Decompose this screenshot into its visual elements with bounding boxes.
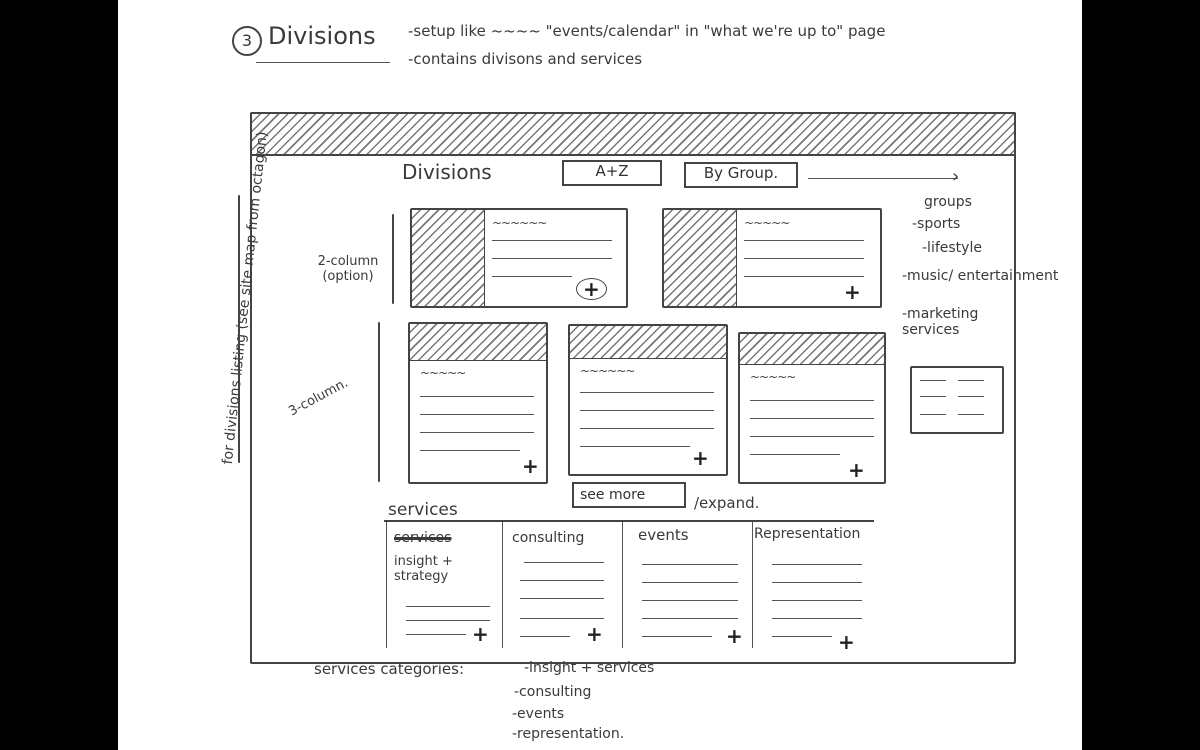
group-item: -lifestyle bbox=[922, 240, 982, 256]
expand-plus-icon[interactable]: + bbox=[726, 624, 743, 648]
service-label: insight + strategy bbox=[394, 554, 453, 584]
header-note-2: -contains divisons and services bbox=[408, 50, 643, 68]
division-card-3col[interactable]: ~~~~~~ + bbox=[568, 324, 728, 476]
header-bar bbox=[250, 112, 1016, 156]
groups-title: groups bbox=[924, 194, 972, 210]
division-card-3col[interactable]: ~~~~~ + bbox=[738, 332, 886, 484]
footer-item: -events bbox=[512, 706, 565, 722]
expand-plus-icon[interactable]: + bbox=[586, 622, 603, 646]
service-column[interactable]: Representation + bbox=[754, 524, 878, 654]
service-label: events bbox=[638, 526, 689, 544]
expand-plus-icon[interactable]: + bbox=[838, 630, 855, 654]
az-button[interactable]: A+Z bbox=[562, 160, 662, 186]
expand-plus-icon[interactable]: + bbox=[472, 622, 489, 646]
service-column[interactable]: events + bbox=[628, 524, 748, 648]
mini-thumbnail bbox=[910, 366, 1004, 434]
services-divider bbox=[622, 522, 623, 648]
division-card-2col[interactable]: ~~~~~~ + bbox=[410, 208, 628, 308]
services-divider bbox=[502, 522, 503, 648]
left-bracket bbox=[238, 195, 240, 463]
group-item: -sports bbox=[912, 216, 961, 232]
header-note-1: -setup like ~~~~ "events/calendar" in "w… bbox=[408, 22, 886, 40]
service-column[interactable]: services insight + strategy + bbox=[390, 528, 498, 648]
title-underline bbox=[256, 62, 390, 63]
page-title: Divisions bbox=[268, 22, 376, 50]
three-col-bracket bbox=[378, 322, 380, 482]
service-column[interactable]: consulting + bbox=[508, 526, 618, 648]
arrow-head: › bbox=[952, 166, 960, 187]
two-col-bracket bbox=[392, 214, 394, 304]
by-group-button[interactable]: By Group. bbox=[684, 162, 798, 188]
expand-plus-icon[interactable]: + bbox=[848, 458, 865, 482]
services-rule bbox=[384, 520, 874, 522]
divisions-heading: Divisions bbox=[402, 160, 492, 184]
expand-plus-icon[interactable]: + bbox=[576, 278, 607, 300]
sketch-paper: 3 Divisions -setup like ~~~~ "events/cal… bbox=[118, 0, 1082, 750]
group-item: -music/ entertainment bbox=[902, 268, 1059, 284]
division-card-3col[interactable]: ~~~~~ + bbox=[408, 322, 548, 484]
footer-item: -representation. bbox=[512, 726, 625, 742]
service-label: consulting bbox=[512, 530, 585, 546]
step-number: 3 bbox=[232, 26, 262, 56]
division-card-2col[interactable]: ~~~~~ + bbox=[662, 208, 882, 308]
see-more-button[interactable]: see more bbox=[572, 482, 686, 508]
services-divider bbox=[752, 522, 753, 648]
services-divider bbox=[386, 522, 387, 648]
footer-item: -insight + services bbox=[524, 660, 655, 676]
footer-title: services categories: bbox=[314, 660, 464, 678]
arrow-line bbox=[808, 178, 958, 179]
expand-plus-icon[interactable]: + bbox=[522, 454, 539, 478]
service-struck-label: services bbox=[394, 530, 452, 546]
two-column-label: 2-column (option) bbox=[317, 254, 379, 284]
group-item: -marketing services bbox=[902, 306, 979, 338]
service-label: Representation bbox=[754, 526, 861, 542]
expand-note: /expand. bbox=[694, 494, 760, 512]
footer-item: -consulting bbox=[514, 684, 592, 700]
expand-plus-icon[interactable]: + bbox=[844, 280, 861, 304]
expand-plus-icon[interactable]: + bbox=[692, 446, 709, 470]
services-heading: services bbox=[388, 500, 458, 520]
